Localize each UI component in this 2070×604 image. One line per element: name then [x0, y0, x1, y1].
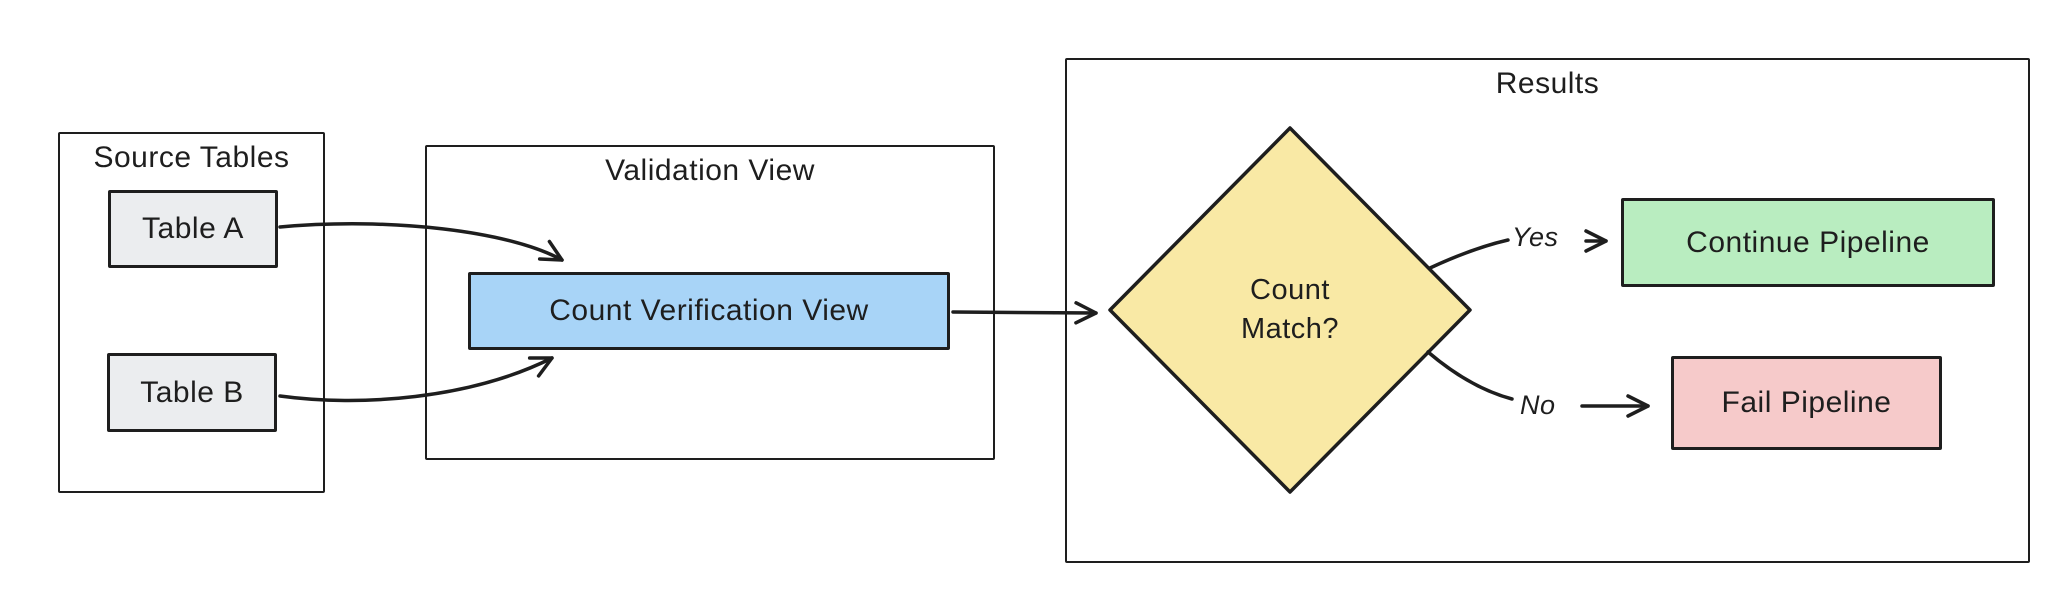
node-label-continue-pipeline: Continue Pipeline [1686, 225, 1930, 259]
group-title-source-tables: Source Tables [93, 141, 290, 174]
node-continue-pipeline: Continue Pipeline [1621, 198, 1995, 287]
node-label-fail-pipeline: Fail Pipeline [1721, 386, 1892, 419]
node-table-b: Table B [107, 353, 277, 432]
node-label-table-a: Table A [142, 212, 244, 245]
node-label-count-match: Count Match? [1240, 273, 1340, 345]
edge-label-yes: Yes [1512, 222, 1559, 252]
group-title-validation-view: Validation View [605, 154, 815, 187]
node-table-a: Table A [108, 190, 278, 268]
edge-label-no: No [1520, 390, 1556, 420]
node-fail-pipeline: Fail Pipeline [1671, 356, 1942, 450]
group-validation-view: Validation View [425, 145, 995, 460]
node-count-verification-view: Count Verification View [468, 272, 950, 350]
node-label-count-verification-view: Count Verification View [549, 294, 869, 327]
group-title-results: Results [1495, 67, 1600, 100]
node-label-table-b: Table B [140, 375, 244, 409]
group-source-tables: Source Tables [58, 132, 325, 493]
